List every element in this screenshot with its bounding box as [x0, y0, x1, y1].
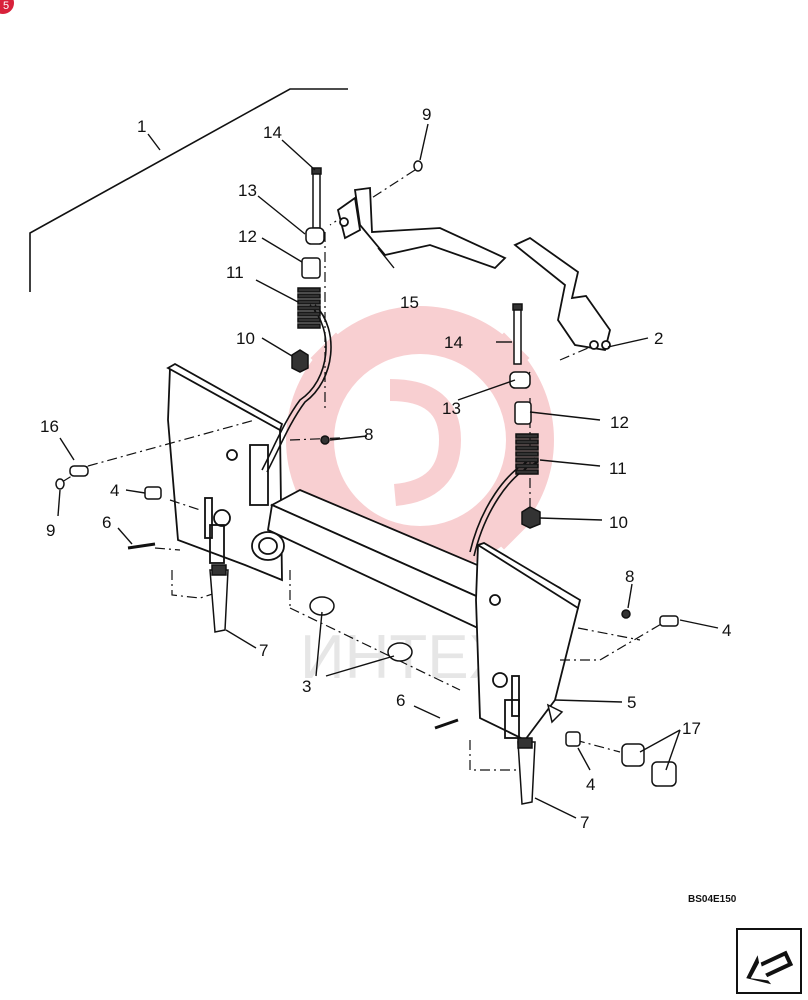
callout-14-left: 14 [263, 123, 282, 142]
callout-11-right: 11 [609, 459, 627, 478]
callout-1: 1 [137, 117, 146, 136]
callout-15: 15 [400, 293, 419, 312]
callout-10-left: 10 [236, 329, 255, 348]
callout-labels: 1 2 3 4 4 4 5 6 6 7 7 8 8 9 9 10 10 11 1… [40, 105, 731, 832]
callout-13-left: 13 [238, 181, 257, 200]
callout-4-right: 4 [722, 621, 731, 640]
callout-leaders [57, 123, 719, 819]
small-hardware [55, 160, 679, 805]
callout-9-top: 9 [422, 105, 431, 124]
callout-17: 17 [682, 719, 701, 738]
release-cables [261, 304, 539, 557]
page-badge: 5 [0, 0, 14, 14]
callout-10-right: 10 [609, 513, 628, 532]
callout-6-left: 6 [102, 513, 111, 532]
callout-8-right: 8 [625, 567, 634, 586]
right-spring-stack [509, 303, 541, 529]
drawing-code: BS04E150 [688, 894, 737, 905]
callout-2: 2 [654, 329, 663, 348]
next-page-button[interactable] [736, 928, 802, 994]
left-mount-plate [166, 362, 284, 582]
callout-4-left: 4 [110, 481, 119, 500]
next-page-arrow-icon [746, 950, 794, 985]
callout-12-right: 12 [610, 413, 629, 432]
left-spring-stack [291, 167, 325, 373]
callout-8-left: 8 [364, 425, 373, 444]
callout-7-right: 7 [580, 813, 589, 832]
right-mount-plate [475, 542, 582, 742]
callout-11-left: 11 [226, 263, 244, 282]
callout-12-left: 12 [238, 227, 257, 246]
callout-6-right: 6 [396, 691, 405, 710]
callout-16: 16 [40, 417, 59, 436]
callout-3: 3 [302, 677, 311, 696]
left-handle-lever [336, 186, 507, 270]
callout-7-left: 7 [259, 641, 268, 660]
callout-4-bottom: 4 [586, 775, 595, 794]
callout-13-right: 13 [442, 399, 461, 418]
callout-9-left: 9 [46, 521, 55, 540]
callout-14-right: 14 [444, 333, 463, 352]
callout-5: 5 [627, 693, 636, 712]
right-handle-lever [513, 236, 611, 352]
assembly-bracket [29, 88, 348, 292]
